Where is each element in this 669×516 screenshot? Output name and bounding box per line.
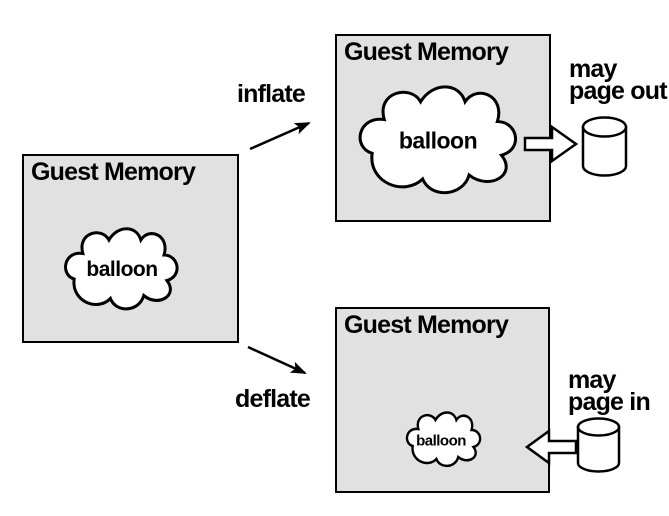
may-page-in-line2: page in <box>568 388 651 416</box>
may-page-out-line1: may <box>569 55 617 83</box>
disk-icon-in <box>576 417 621 473</box>
may-page-in-line1: may <box>568 366 616 394</box>
inflate-arrow <box>249 121 311 151</box>
may-page-out-label: may page out <box>569 55 668 105</box>
may-page-out-line2: page out <box>569 77 668 105</box>
guest-memory-title: Guest Memory <box>31 158 196 186</box>
balloon-label-source: balloon <box>86 258 158 281</box>
deflate-arrow <box>247 345 307 375</box>
guest-memory-title: Guest Memory <box>344 311 509 339</box>
disk-icon-out <box>581 116 628 177</box>
deflate-label: deflate <box>235 385 311 413</box>
inflate-label: inflate <box>237 80 306 108</box>
may-page-in-label: may page in <box>568 366 651 416</box>
balloon-label-inflated: balloon <box>398 127 478 154</box>
guest-memory-box-source: Guest Memory <box>22 154 239 343</box>
guest-memory-title: Guest Memory <box>344 38 509 66</box>
balloon-label-deflated: balloon <box>416 432 466 450</box>
guest-memory-box-deflated: Guest Memory <box>335 307 550 493</box>
